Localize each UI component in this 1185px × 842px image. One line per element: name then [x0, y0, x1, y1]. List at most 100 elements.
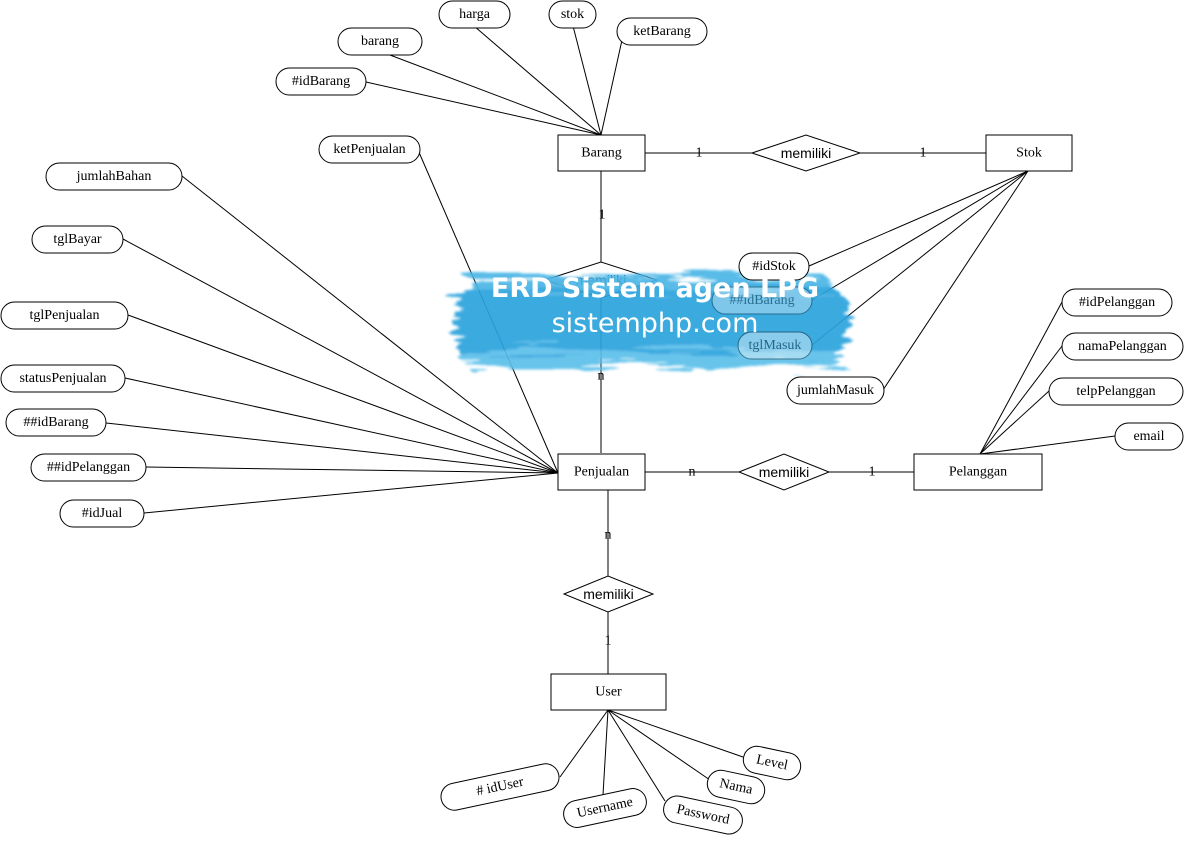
- entity-stok: Stok: [985, 134, 1073, 172]
- line-stok-idbarang: [811, 170, 1029, 301]
- line-barang-harga: [473, 25, 602, 136]
- attribute-penjualan-idjual: #idJual: [59, 499, 145, 528]
- attribute-penjualan-statuspenjualan: statusPenjualan: [0, 364, 126, 393]
- line-barang-barang: [381, 51, 602, 136]
- watermark-title: ERD Sistem agen LPG: [491, 273, 819, 304]
- entity-penjualan-label: Penjualan: [574, 465, 629, 480]
- svg-text:Level: Level: [755, 752, 789, 773]
- attribute-pelanggan-email: email: [1114, 422, 1184, 451]
- attribute-penjualan-jumlahbahan: jumlahBahan: [45, 162, 183, 191]
- cardinality-barang-penjualan-top: 1: [599, 208, 606, 223]
- entity-user-label: User: [595, 685, 622, 700]
- line-pelanggan-email: [979, 435, 1116, 455]
- relationship-penjualan-user-label: memiliki: [583, 586, 634, 602]
- attribute-penjualan-idbarang: ##idBarang: [5, 408, 107, 437]
- line-pelanggan-idpelanggan: [979, 301, 1063, 455]
- entity-penjualan: Penjualan: [557, 453, 646, 491]
- svg-text:Nama: Nama: [718, 776, 755, 798]
- line-penjualan-tglbayar: [122, 238, 559, 474]
- cardinality-penjualan-pelanggan-left: n: [689, 465, 696, 480]
- svg-text:namaPelanggan: namaPelanggan: [1078, 339, 1167, 354]
- line-barang-idbarang: [365, 81, 602, 136]
- attribute-barang-harga: harga: [438, 0, 511, 29]
- attribute-user-level: Level: [742, 745, 802, 781]
- line-penjualan-idpelanggan: [145, 466, 559, 474]
- attribute-pelanggan-idpelanggan: #idPelanggan: [1061, 288, 1173, 317]
- attribute-pelanggan-namapelanggan: namaPelanggan: [1061, 332, 1184, 361]
- cardinality-penjualan-pelanggan-right: 1: [869, 465, 876, 480]
- relationship-barang-stok-label: memiliki: [781, 145, 832, 161]
- svg-text:ketPenjualan: ketPenjualan: [333, 142, 405, 157]
- attribute-penjualan-ketpenjualan: ketPenjualan: [318, 135, 421, 164]
- svg-text:##idBarang: ##idBarang: [23, 415, 88, 430]
- line-penjualan-statuspenjualan: [124, 377, 559, 474]
- svg-text:harga: harga: [459, 7, 491, 22]
- attribute-stok-idbarang: ##idBarang: [711, 286, 813, 315]
- svg-text:tglPenjualan: tglPenjualan: [30, 308, 100, 323]
- line-stok-idstok: [808, 170, 1029, 267]
- line-pelanggan-namapelanggan: [979, 345, 1063, 455]
- cardinality-barang-penjualan-bottom: n: [598, 369, 605, 384]
- entity-barang-label: Barang: [581, 146, 621, 161]
- relationship-penjualan-pelanggan: memiliki: [737, 453, 831, 491]
- attribute-user-iduser: # idUser: [440, 763, 560, 811]
- line-penjualan-idbarang: [105, 422, 559, 474]
- attribute-barang-ketbarang: ketBarang: [616, 17, 708, 46]
- line-user-username: [602, 709, 609, 796]
- svg-text:#idStok: #idStok: [752, 259, 796, 274]
- cardinality-penjualan-user-bottom: 1: [605, 634, 612, 649]
- watermark-subtitle: sistemphp.com: [552, 308, 759, 339]
- attribute-penjualan-tglpenjualan: tglPenjualan: [0, 301, 129, 330]
- svg-text:tglMasuk: tglMasuk: [749, 338, 802, 353]
- attribute-barang-barang: barang: [337, 27, 423, 56]
- svg-text:statusPenjualan: statusPenjualan: [19, 371, 106, 386]
- line-penjualan-jumlahbahan: [181, 175, 559, 474]
- attribute-stok-tglmasuk: tglMasuk: [737, 331, 813, 360]
- svg-text:barang: barang: [361, 34, 399, 49]
- cardinality-penjualan-user-top: n: [605, 528, 612, 543]
- line-user-level: [607, 709, 744, 758]
- attribute-stok-idstok: #idStok: [738, 252, 810, 281]
- line-user-nama: [607, 709, 711, 781]
- attribute-user-nama: Nama: [706, 769, 766, 805]
- line-barang-stok: [572, 25, 602, 136]
- svg-text:##idPelanggan: ##idPelanggan: [47, 460, 130, 475]
- line-pelanggan-telppelanggan: [979, 390, 1050, 455]
- svg-text:jumlahBahan: jumlahBahan: [76, 169, 152, 184]
- svg-text:tglBayar: tglBayar: [53, 232, 102, 247]
- watermark-banner: [452, 276, 850, 366]
- relationship-penjualan-user: memiliki: [562, 575, 655, 613]
- attribute-penjualan-tglbayar: tglBayar: [31, 225, 124, 254]
- svg-text:stok: stok: [561, 7, 584, 22]
- line-user-iduser: [559, 709, 609, 778]
- attribute-barang-idbarang: #idBarang: [275, 67, 367, 96]
- svg-text:telpPelanggan: telpPelanggan: [1076, 384, 1155, 399]
- svg-text:#idBarang: #idBarang: [292, 74, 350, 89]
- relationship-penjualan-pelanggan-label: memiliki: [759, 464, 810, 480]
- cardinality-labels: 1 1 1 n n 1 n 1: [598, 146, 927, 649]
- attribute-penjualan-idpelanggan: ##idPelanggan: [30, 453, 147, 482]
- cardinality-barang-stok-left: 1: [696, 146, 703, 161]
- relationship-barang-stok: memiliki: [750, 134, 862, 172]
- svg-text:#idPelanggan: #idPelanggan: [1079, 295, 1155, 310]
- line-penjualan-tglpenjualan: [127, 314, 559, 474]
- line-stok-jumlahmasuk: [882, 170, 1029, 391]
- attribute-barang-stok: stok: [548, 0, 597, 29]
- attribute-pelanggan-telppelanggan: telpPelanggan: [1048, 377, 1184, 406]
- svg-text:jumlahMasuk: jumlahMasuk: [796, 383, 874, 398]
- attribute-user-username: Username: [563, 788, 647, 828]
- entity-stok-label: Stok: [1016, 146, 1042, 161]
- watermark-brush-stroke: [452, 276, 850, 366]
- svg-text:#idJual: #idJual: [82, 506, 123, 521]
- svg-text:email: email: [1133, 429, 1164, 444]
- line-user-password: [607, 709, 666, 802]
- entity-user: User: [550, 673, 667, 711]
- entity-pelanggan: Pelanggan: [913, 453, 1043, 491]
- cardinality-barang-stok-right: 1: [920, 146, 927, 161]
- svg-text:ketBarang: ketBarang: [633, 24, 691, 39]
- attribute-user-password: Password: [663, 795, 743, 835]
- line-penjualan-idjual: [143, 472, 559, 514]
- entity-barang: Barang: [557, 134, 646, 172]
